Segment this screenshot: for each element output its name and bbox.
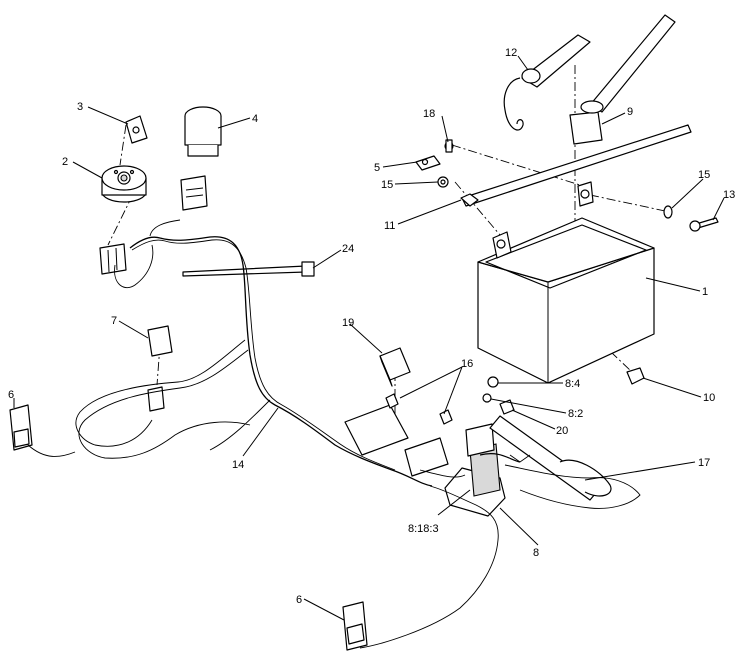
leader-lines (13, 55, 725, 621)
interlock-connector (147, 325, 173, 412)
ignition-switch (101, 165, 147, 203)
callout-20: 20 (556, 425, 568, 437)
callout-3: 3 (77, 101, 83, 113)
callout-24: 24 (342, 243, 354, 255)
callout-13: 13 (723, 189, 735, 201)
hold-down-strap (503, 34, 591, 131)
callout-16: 16 (461, 358, 473, 370)
callout-14: 14 (232, 459, 244, 471)
battery-cable (460, 193, 479, 207)
wire-harness (27, 219, 641, 649)
callout-7: 7 (111, 315, 117, 327)
solenoid-hardware (482, 376, 515, 415)
callout-9: 9 (627, 106, 633, 118)
callout-8: 8 (533, 547, 539, 559)
terminal-boot (569, 14, 676, 145)
callout-12: 12 (505, 47, 517, 59)
callout-labels: 1 2 3 4 5 6 6 7 8 9 10 11 12 13 14 15 15… (8, 47, 735, 606)
callout-2: 2 (62, 156, 68, 168)
callout-6-left: 6 (8, 389, 14, 401)
callout-4: 4 (252, 113, 258, 125)
seat-switch (9, 404, 33, 451)
callout-19: 19 (342, 317, 354, 329)
battery-hold-down-rod (461, 124, 692, 207)
ignition-connector (99, 243, 127, 275)
battery (477, 181, 655, 384)
callout-10: 10 (703, 392, 715, 404)
starter-solenoid (444, 423, 506, 517)
ignition-bezel (125, 115, 148, 144)
cable-tie (182, 261, 315, 277)
callout-1: 1 (702, 286, 708, 298)
callout-17: 17 (698, 457, 710, 469)
callout-15-right: 15 (698, 169, 710, 181)
battery-hardware (415, 139, 719, 385)
callout-11: 11 (384, 220, 395, 232)
relay (379, 347, 411, 387)
callout-15-left: 15 (381, 179, 393, 191)
callout-18: 18 (423, 108, 435, 120)
callout-8-2: 8:2 (568, 408, 583, 420)
callout-8-4: 8:4 (565, 378, 580, 390)
switch-plug (180, 175, 208, 211)
fuse-holder (344, 393, 453, 477)
callout-5: 5 (374, 162, 380, 174)
callout-8-18-3: 8:18:3 (408, 523, 439, 535)
switch-knob (184, 106, 222, 157)
brake-switch (342, 601, 368, 651)
callout-6-bottom: 6 (296, 594, 302, 606)
